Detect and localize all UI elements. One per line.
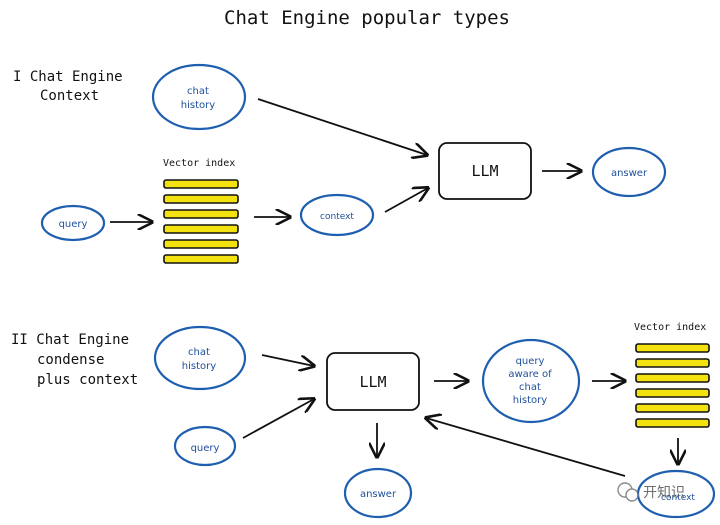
section2-condensed-query-node (481, 338, 581, 424)
arrow-chat-history-to-llm-2 (261, 354, 314, 366)
section1-context-node (299, 193, 375, 237)
section1-label-line1: I Chat Engine (13, 69, 123, 85)
section2-query-text: query (191, 443, 220, 454)
section1-vector-index (163, 179, 239, 264)
section2-answer-node (343, 467, 413, 519)
section1-vector-index-label: Vector index (163, 158, 235, 169)
section2-condensed-query-line1: query (516, 356, 545, 367)
section1-chat-history-line1: chat (187, 86, 209, 97)
wechat-icon-secondary (625, 488, 639, 502)
section1-label-line2: Context (40, 88, 99, 104)
section2-vector-index-row (635, 403, 710, 413)
section2-llm-box (326, 352, 420, 411)
section1-chat-history-line2: history (181, 100, 215, 111)
section2-chat-history-line1: chat (188, 347, 210, 358)
section1-llm-box (438, 142, 532, 200)
watermark-text: 开知识 (643, 484, 685, 501)
section1-answer-node (591, 146, 667, 198)
section2-vector-index (635, 343, 710, 428)
section1-query-text: query (59, 219, 88, 230)
section2-query-node (173, 425, 237, 467)
section1-vector-index-row (163, 254, 239, 264)
section2-context-text: context (661, 493, 695, 503)
section2-condensed-query-line3: chat (519, 382, 541, 393)
section2-chat-history-line2: history (182, 361, 216, 372)
section2-label-line3: plus context (37, 372, 138, 388)
section2-vector-index-row (635, 388, 710, 398)
section2-condensed-query-line2: aware of (508, 369, 552, 380)
section1-llm-text: LLM (471, 162, 498, 180)
arrow-context-to-llm-2 (426, 418, 626, 477)
section2-vector-index-row (635, 343, 710, 353)
section2-llm-text: LLM (359, 373, 386, 391)
section2-condensed-query-line4: history (513, 395, 547, 406)
section2-chat-history-node (153, 325, 247, 391)
section1-vector-index-row (163, 179, 239, 189)
section1-answer-text: answer (611, 168, 648, 179)
arrow-query-to-llm-2 (242, 399, 314, 439)
section2-vector-index-row (635, 373, 710, 383)
arrow-chat-history-to-llm (257, 98, 427, 155)
section1-vector-index-row (163, 224, 239, 234)
arrow-context-to-llm (384, 188, 428, 213)
diagram-title: Chat Engine popular types (224, 7, 510, 29)
watermark: 开知识 (617, 482, 685, 502)
section2-vector-index-row (635, 418, 710, 428)
section2-vector-index-row (635, 358, 710, 368)
section2-vector-index-label: Vector index (634, 322, 706, 333)
section1-vector-index-row (163, 194, 239, 204)
section1-chat-history-node (151, 63, 247, 131)
section1-query-node (40, 204, 106, 242)
section2-label-line2: condense (37, 352, 104, 368)
section1-vector-index-row (163, 209, 239, 219)
section1-vector-index-row (163, 239, 239, 249)
section2-label-line1: II Chat Engine (11, 332, 129, 348)
section2-answer-text: answer (360, 489, 397, 500)
section1-context-text: context (320, 212, 354, 222)
